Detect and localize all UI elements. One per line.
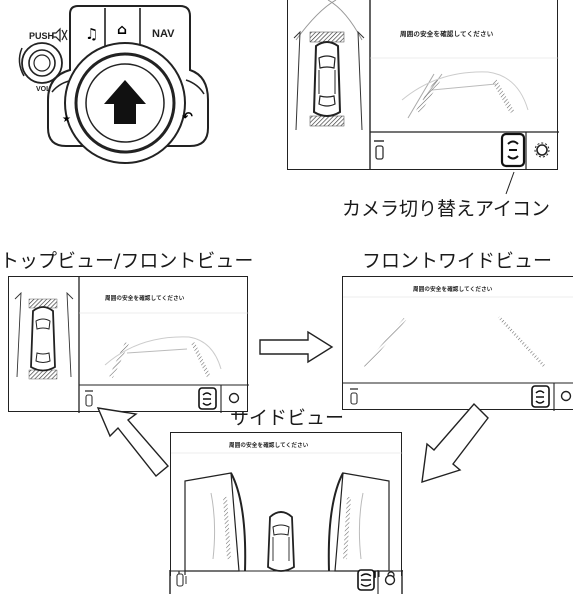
screen-front-wide-view: 周囲の安全を確認してください: [342, 276, 573, 411]
arrow-down-left-icon: [421, 402, 489, 483]
warning-text: 周囲の安全を確認してください: [229, 443, 309, 449]
settings-icon[interactable]: [534, 142, 550, 158]
side-view-bottom-bar: [169, 569, 403, 594]
rear-sensor-icon: [176, 573, 187, 587]
warning-text-main: 周囲の安全を確認してください: [400, 30, 494, 38]
view-label-side: サイドビュー: [230, 407, 345, 429]
view-label-front-wide: フロントワイドビュー: [362, 250, 553, 272]
commander-control: PUSH VOL NAV ♫ ⌂ ★ ↶: [18, 5, 209, 164]
vol-label: VOL: [36, 86, 51, 93]
car-top-view: [30, 306, 56, 372]
settings-icon[interactable]: [228, 392, 240, 404]
music-icon[interactable]: ♫: [85, 25, 98, 43]
back-icon[interactable]: ↶: [182, 110, 193, 125]
screen-top-front-view: 周囲の安全を確認してください: [8, 276, 249, 413]
car-top-view: [267, 511, 295, 572]
mute-icon: [52, 27, 68, 43]
arrow-right-icon: [259, 330, 334, 364]
car-top-view: [312, 41, 342, 117]
star-icon[interactable]: ★: [62, 114, 71, 125]
rear-sensor-icon: [85, 390, 93, 407]
rear-sensor-icon: [350, 388, 358, 405]
home-icon[interactable]: ⌂: [117, 22, 127, 38]
arrow-up-left-icon: [96, 407, 169, 477]
callout-label: カメラ切り替えアイコン: [342, 198, 551, 220]
rear-sensor-icon: [374, 140, 384, 160]
view-label-top-front: トップビュー/フロントビュー: [0, 250, 254, 272]
warning-text: 周囲の安全を確認してください: [105, 296, 185, 302]
nav-label: NAV: [152, 28, 175, 40]
screen-main: 周囲の安全を確認してください: [287, 0, 559, 170]
screen-side-view: 周囲の安全を確認してください: [170, 432, 403, 579]
settings-icon[interactable]: [560, 390, 572, 402]
settings-icon[interactable]: [384, 574, 396, 586]
push-label: PUSH: [29, 31, 54, 41]
warning-text: 周囲の安全を確認してください: [413, 287, 493, 293]
